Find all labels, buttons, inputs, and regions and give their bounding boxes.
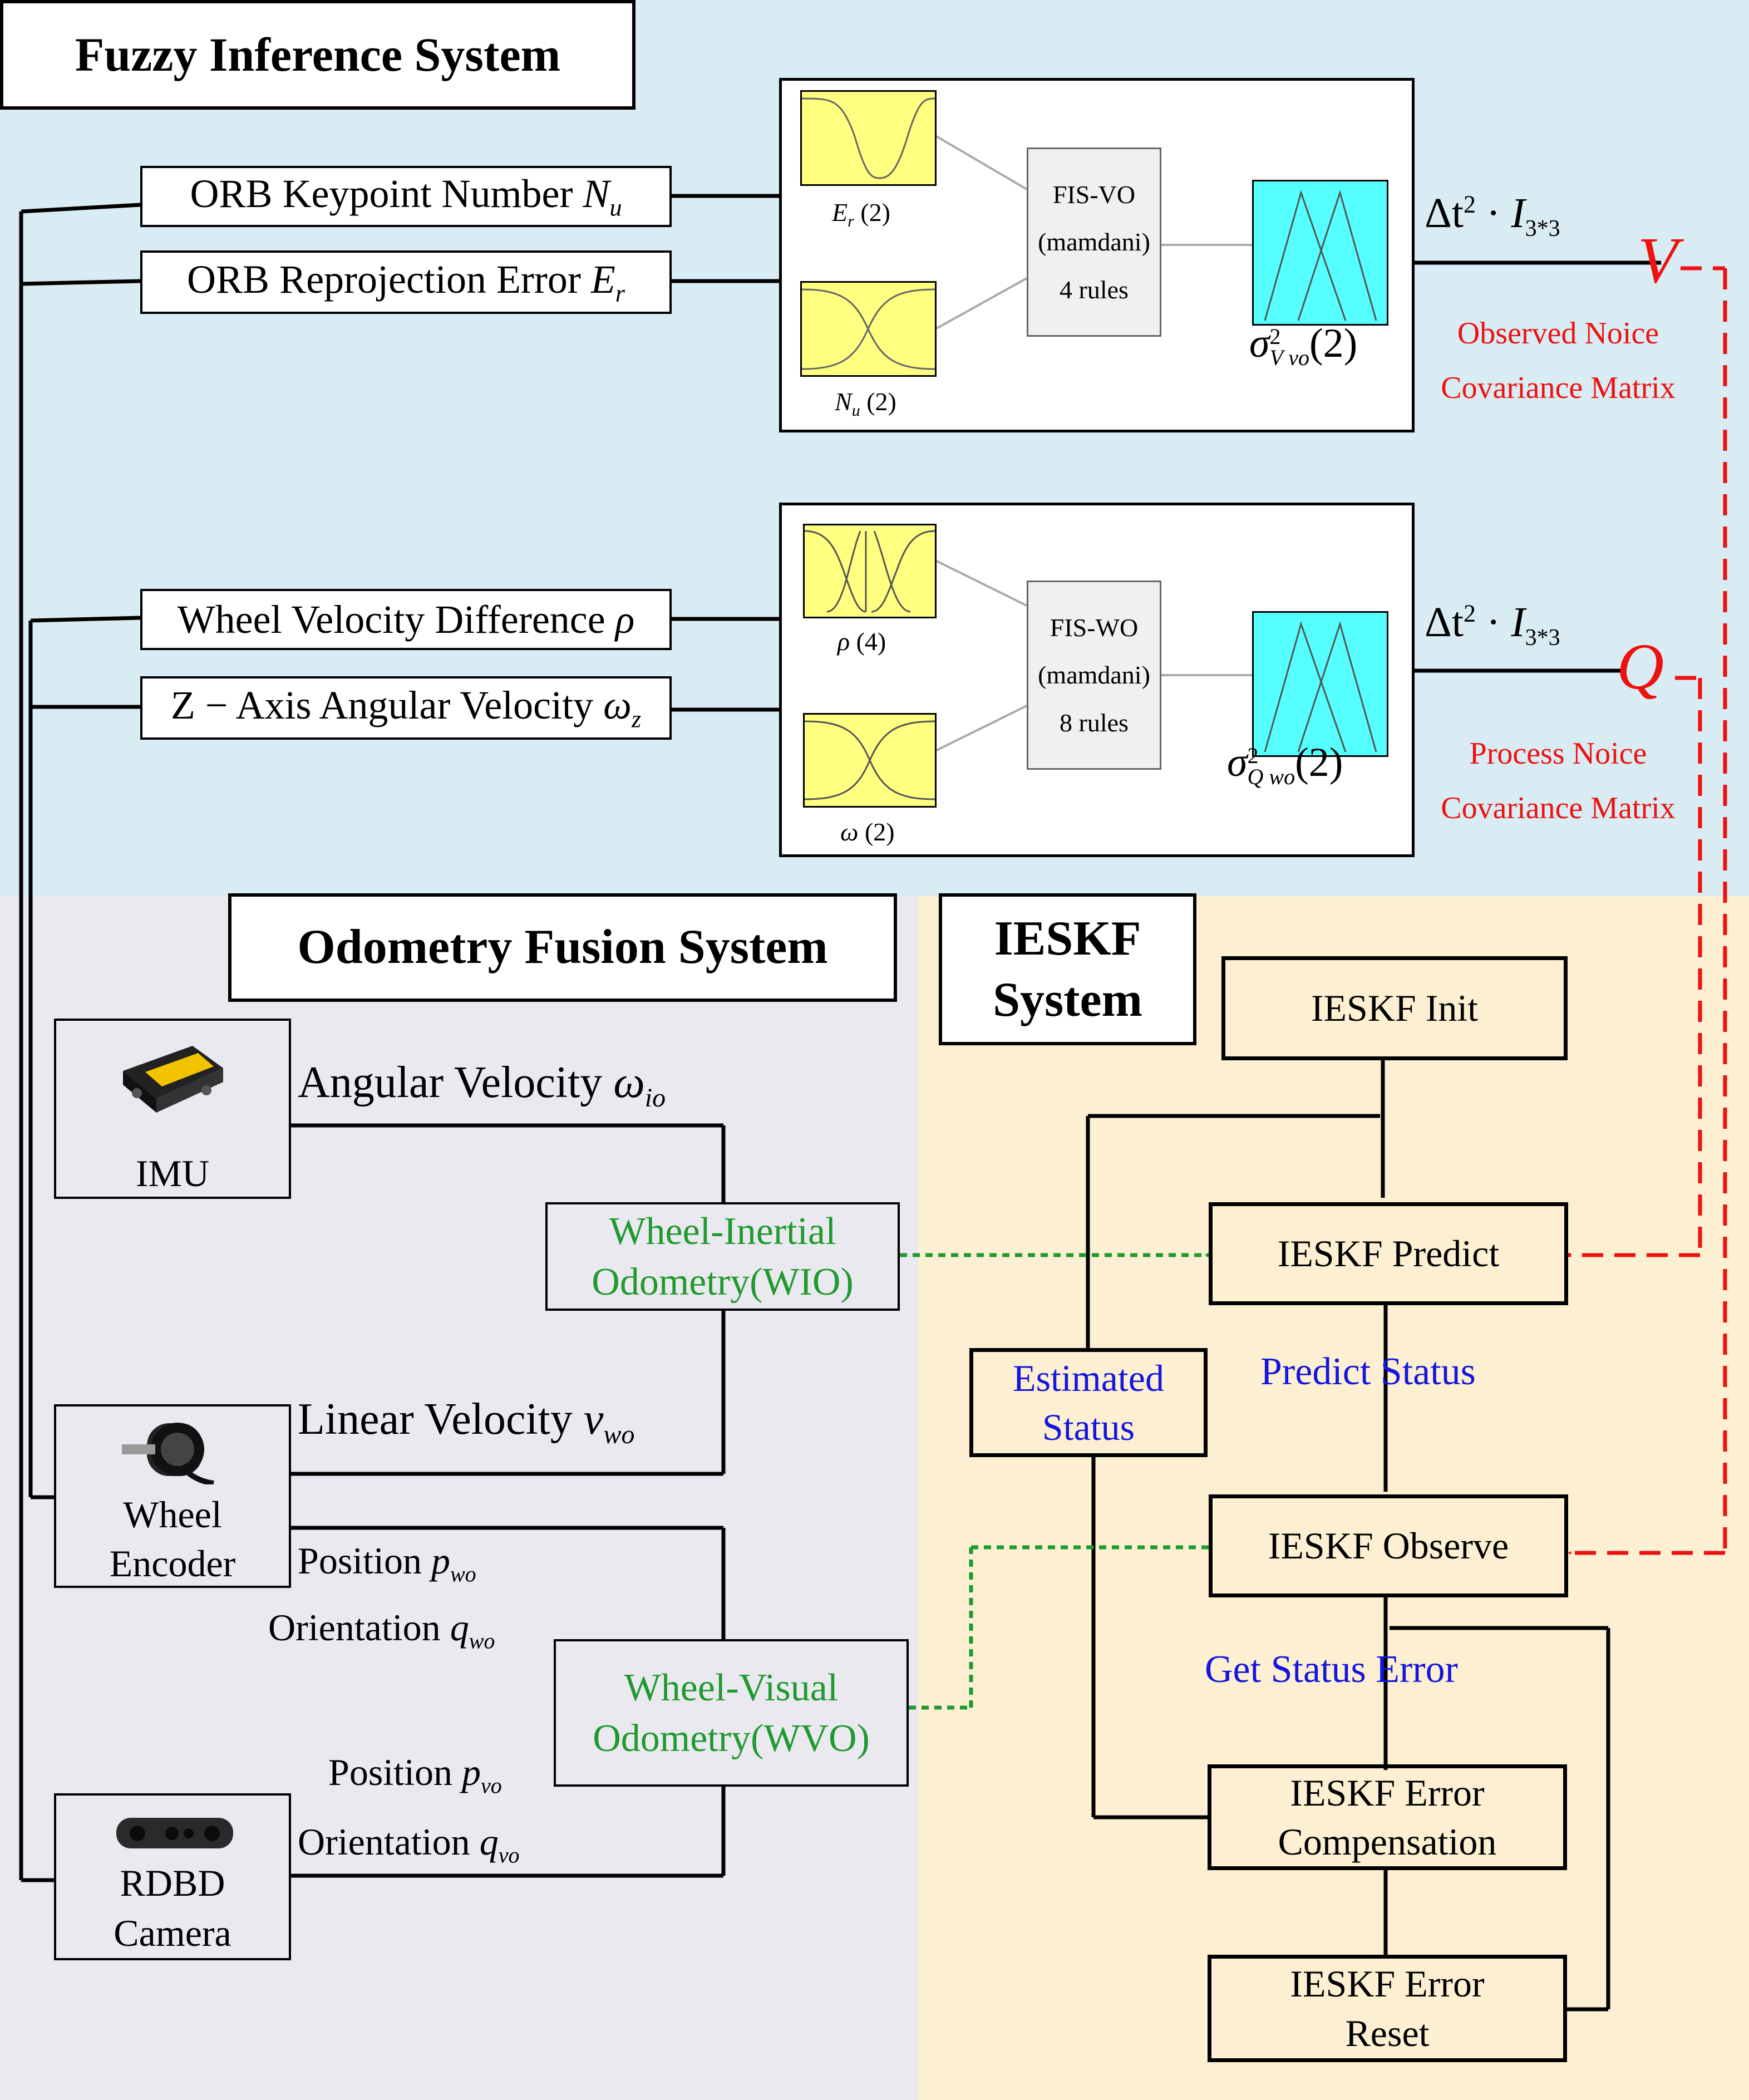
orientation-vo-label: Orientation qvo bbox=[298, 1821, 520, 1868]
fis-vo-input1-label: Er (2) bbox=[832, 198, 890, 231]
ieskf-reset-box: IESKF Error Reset bbox=[1208, 1955, 1567, 2062]
vo-scale-label: Δt2 · I3*3 bbox=[1425, 190, 1560, 242]
fis-vo-input1-mf bbox=[800, 90, 937, 186]
ieskf-compensation-box: IESKF Error Compensation bbox=[1208, 1764, 1567, 1870]
imu-label: IMU bbox=[135, 1152, 210, 1194]
imu-device-icon bbox=[123, 1046, 223, 1113]
wvo-box: Wheel-Visual Odometry(WVO) bbox=[554, 1639, 909, 1787]
imu-sensor-box: IMU bbox=[54, 1019, 291, 1199]
orb-reprojection-input: ORB Reprojection Error Er bbox=[140, 250, 672, 314]
fis-vo-wiring bbox=[935, 135, 1252, 329]
angular-velocity-label: Angular Velocity ωio bbox=[298, 1058, 666, 1113]
observed-noise-label: Observed Noice Covariance Matrix bbox=[1441, 316, 1676, 405]
mf-cross-icon bbox=[804, 720, 935, 800]
odometry-title: Odometry Fusion System bbox=[228, 893, 897, 1002]
estimated-status-box: Estimated Status bbox=[969, 1348, 1208, 1457]
fis-wo-output-mf bbox=[1252, 611, 1388, 757]
ieskf-predict-box: IESKF Predict bbox=[1209, 1202, 1568, 1305]
fis-wo-core: FIS-WO (mamdani) 8 rules bbox=[1027, 581, 1161, 770]
mf-cross-icon bbox=[801, 288, 935, 370]
mf-triangle-icon bbox=[1264, 189, 1377, 321]
get-status-error-label: Get Status Error bbox=[1205, 1648, 1458, 1691]
encoder-device-icon bbox=[122, 1423, 214, 1484]
mf-multi-icon bbox=[804, 530, 935, 613]
camera-device-icon bbox=[116, 1818, 233, 1848]
position-vo-label: Position pvo bbox=[328, 1751, 502, 1798]
v-output-symbol: V bbox=[1638, 224, 1678, 297]
wheel-encoder-box: Wheel Encoder bbox=[54, 1404, 291, 1588]
fuzzy-title: Fuzzy Inference System bbox=[0, 0, 635, 110]
fis-wo-input2-mf bbox=[803, 713, 937, 808]
ieskf-init-box: IESKF Init bbox=[1221, 956, 1568, 1060]
fis-wo-wiring bbox=[936, 560, 1252, 751]
fis-vo-input2-label: Nu (2) bbox=[835, 387, 896, 420]
ieskf-title: IESKF System bbox=[939, 893, 1196, 1045]
fis-wo-input1-mf bbox=[803, 524, 937, 618]
wo-scale-label: Δt2 · I3*3 bbox=[1425, 599, 1560, 651]
q-output-symbol: Q bbox=[1617, 630, 1664, 703]
process-noise-label: Process Noice Covariance Matrix bbox=[1441, 736, 1676, 825]
fis-vo-input2-mf bbox=[800, 281, 937, 377]
ieskf-observe-box: IESKF Observe bbox=[1209, 1494, 1568, 1597]
fis-vo-block: Er (2) Nu (2) FIS-VO (mamdani) 4 rules σ… bbox=[779, 78, 1415, 432]
camera-box: RDBD Camera bbox=[54, 1793, 291, 1960]
mf-triangle-icon bbox=[1264, 621, 1377, 753]
wheel-velocity-difference-input: Wheel Velocity Difference ρ bbox=[140, 589, 672, 650]
fis-vo-output-mf bbox=[1252, 180, 1388, 326]
wio-box: Wheel-Inertial Odometry(WIO) bbox=[545, 1202, 900, 1311]
fis-wo-input2-label: ω (2) bbox=[840, 818, 895, 846]
mf-curve-icon bbox=[801, 97, 935, 179]
z-axis-angular-velocity-input: Z − Axis Angular Velocity ωz bbox=[140, 676, 672, 740]
position-wo-label: Position pwo bbox=[298, 1540, 476, 1587]
fis-vo-core: FIS-VO (mamdani) 4 rules bbox=[1027, 147, 1161, 337]
orientation-wo-label: Orientation qwo bbox=[268, 1606, 495, 1654]
linear-velocity-label: Linear Velocity vwo bbox=[298, 1395, 635, 1449]
predict-status-label: Predict Status bbox=[1260, 1350, 1476, 1393]
fis-wo-input1-label: ρ (4) bbox=[837, 627, 886, 656]
wheel-encoder-label: Wheel Encoder bbox=[109, 1493, 236, 1585]
orb-keypoint-input: ORB Keypoint Number Nu bbox=[140, 166, 672, 227]
camera-label: RDBD Camera bbox=[114, 1862, 231, 1955]
